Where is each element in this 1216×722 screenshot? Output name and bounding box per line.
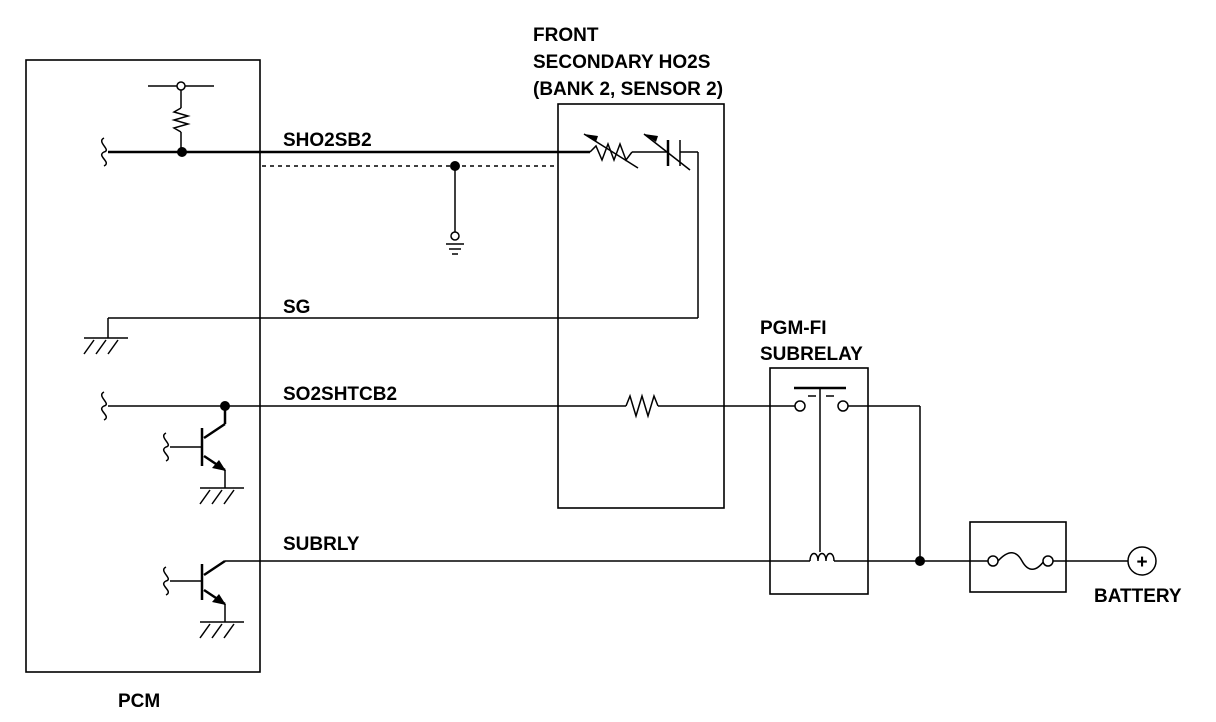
wire-sho2sb2: [101, 81, 590, 255]
wire-label-so2shtcb2: SO2SHTCB2: [283, 384, 397, 405]
subrelay-box: [769, 367, 869, 595]
wire-subrly: [163, 559, 810, 639]
battery-label: BATTERY: [1094, 586, 1182, 607]
sensor-box: [557, 103, 725, 509]
sensor-label-line-3: (BANK 2, SENSOR 2): [533, 79, 723, 100]
sensor-label-line-1: FRONT: [533, 25, 599, 46]
wire-sg: [83, 317, 698, 355]
sensor-label-line-2: SECONDARY HO2S: [533, 52, 710, 73]
subrelay-label-line-1: PGM-FI: [760, 318, 827, 339]
wire-label-sg: SG: [283, 297, 310, 318]
pcm-box: [25, 59, 261, 673]
battery-plus-symbol: +: [1136, 552, 1147, 573]
fuse-box: [969, 521, 1067, 593]
fuse-battery: +: [920, 546, 1157, 576]
wire-label-subrly: SUBRLY: [283, 534, 360, 555]
battery-terminal-icon: [1127, 546, 1157, 576]
subrelay-label-line-2: SUBRELAY: [760, 344, 863, 365]
wire-so2shtcb2: [101, 391, 800, 505]
pcm-label: PCM: [118, 691, 160, 712]
ho2s-element: [583, 133, 699, 318]
wire-label-sho2sb2: SHO2SB2: [283, 130, 372, 151]
subrelay-internals: [794, 386, 925, 566]
